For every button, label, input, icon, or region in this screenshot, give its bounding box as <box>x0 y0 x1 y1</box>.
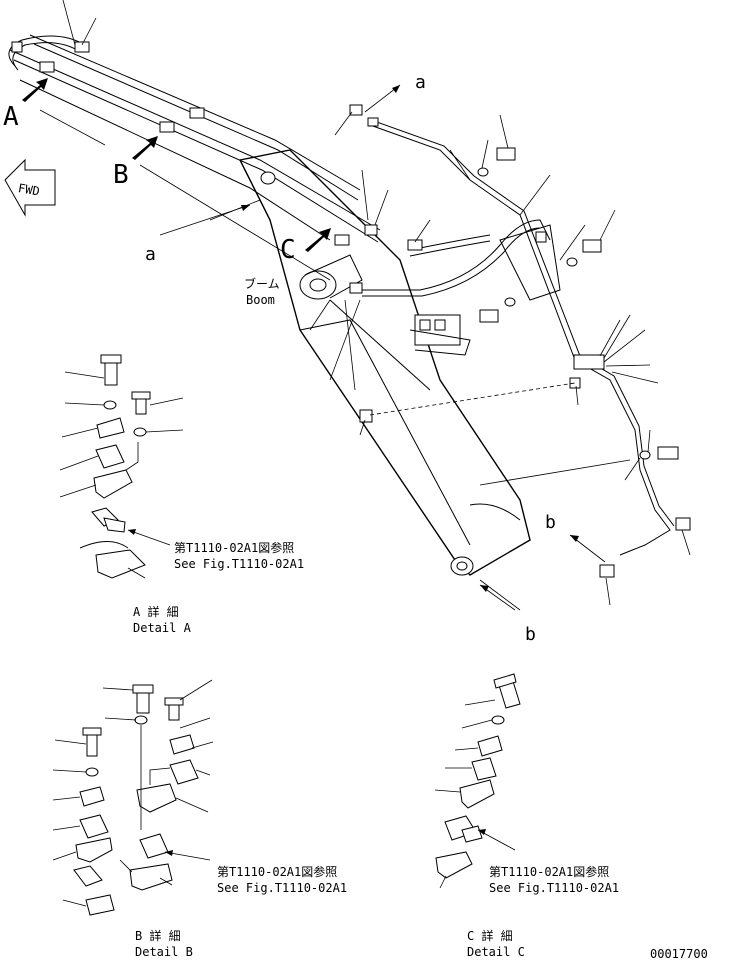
detail-a-ref-jp: 第T1110-02A1図参照 <box>174 540 294 555</box>
view-label-c: C <box>280 235 296 265</box>
detail-b-ref-jp: 第T1110-02A1図参照 <box>217 864 337 879</box>
detail-b-ref-en: See Fig.T1110-02A1 <box>217 881 347 895</box>
view-arrow-b <box>132 136 158 160</box>
view-label-b: B <box>113 160 129 190</box>
detail-a: 第T1110-02A1図参照 See Fig.T1110-02A1 A 詳 細 … <box>59 354 304 635</box>
detail-a-title-jp: A 詳 細 <box>133 604 179 619</box>
ref-label-a-left: a <box>145 244 156 265</box>
detail-c-ref-jp: 第T1110-02A1図参照 <box>489 864 609 879</box>
view-arrow-a <box>22 78 48 102</box>
fwd-label: FWD <box>17 181 41 199</box>
ref-label-b-bottom: b <box>525 624 536 645</box>
detail-c-title-jp: C 詳 細 <box>467 928 513 943</box>
detail-a-title-en: Detail A <box>133 621 192 635</box>
ref-label-b-right: b <box>545 512 556 533</box>
boom-label-jp: ブーム <box>244 276 280 291</box>
detail-b-title-en: Detail B <box>135 945 193 959</box>
boom-assembly <box>8 0 691 611</box>
boom-label-en: Boom <box>246 293 275 307</box>
detail-b: 第T1110-02A1図参照 See Fig.T1110-02A1 B 詳 細 … <box>52 679 347 959</box>
fwd-arrow-icon: FWD <box>4 158 56 217</box>
view-arrow-c <box>305 228 331 252</box>
detail-a-ref-en: See Fig.T1110-02A1 <box>174 557 304 571</box>
ref-label-a-top: a <box>415 72 426 93</box>
view-label-a: A <box>3 102 19 132</box>
detail-b-title-jp: B 詳 細 <box>135 928 181 943</box>
detail-c-title-en: Detail C <box>467 945 525 959</box>
detail-c: 第T1110-02A1図参照 See Fig.T1110-02A1 C 詳 細 … <box>434 673 619 959</box>
drawing-number: 00017700 <box>650 947 708 961</box>
detail-c-ref-en: See Fig.T1110-02A1 <box>489 881 619 895</box>
